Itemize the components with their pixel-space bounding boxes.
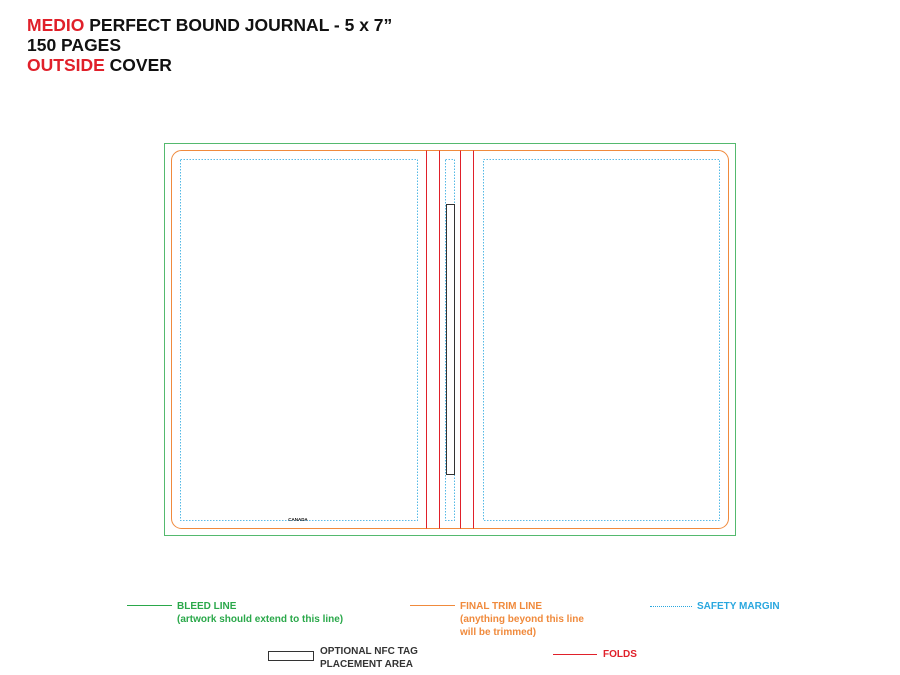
header-product-name: PERFECT BOUND JOURNAL - 5 x 7” [84, 15, 393, 35]
legend-trim-note1: (anything beyond this line [460, 614, 584, 625]
cover-label: CANADA [288, 517, 308, 522]
legend-safety: SAFETY MARGIN [697, 600, 780, 613]
document-header: MEDIO PERFECT BOUND JOURNAL - 5 x 7” 150… [27, 15, 392, 75]
legend-trim-note2: will be trimmed) [460, 627, 537, 638]
legend-nfc: OPTIONAL NFC TAG PLACEMENT AREA [320, 645, 418, 671]
legend-trim: FINAL TRIM LINE (anything beyond this li… [460, 600, 584, 639]
header-cover-side: OUTSIDE COVER [27, 55, 392, 75]
header-side-rest: COVER [104, 55, 172, 75]
nfc-swatch [268, 651, 314, 661]
safety-margin-back [180, 159, 418, 521]
legend-nfc-title1: OPTIONAL NFC TAG [320, 646, 418, 657]
legend-bleed-note: (artwork should extend to this line) [177, 614, 344, 625]
legend-trim-title: FINAL TRIM LINE [460, 601, 543, 612]
legend-bleed: BLEED LINE (artwork should extend to thi… [177, 600, 343, 626]
safety-margin-front [483, 159, 720, 521]
legend-bleed-title: BLEED LINE [177, 601, 237, 612]
folds-swatch [553, 654, 597, 655]
legend-safety-title: SAFETY MARGIN [697, 601, 780, 612]
legend-folds-title: FOLDS [603, 649, 637, 660]
nfc-placement-area [446, 204, 455, 475]
header-title: MEDIO PERFECT BOUND JOURNAL - 5 x 7” [27, 15, 392, 35]
bleed-line-rect [164, 143, 736, 536]
header-page-count: 150 PAGES [27, 35, 122, 55]
header-model-name: MEDIO [27, 15, 85, 35]
legend-folds: FOLDS [603, 648, 637, 661]
header-side-accent: OUTSIDE [27, 55, 105, 75]
trim-swatch [410, 605, 455, 606]
trim-line-rect [171, 150, 729, 529]
safety-swatch [650, 606, 692, 607]
bleed-swatch [127, 605, 172, 606]
legend-nfc-title2: PLACEMENT AREA [320, 659, 413, 670]
